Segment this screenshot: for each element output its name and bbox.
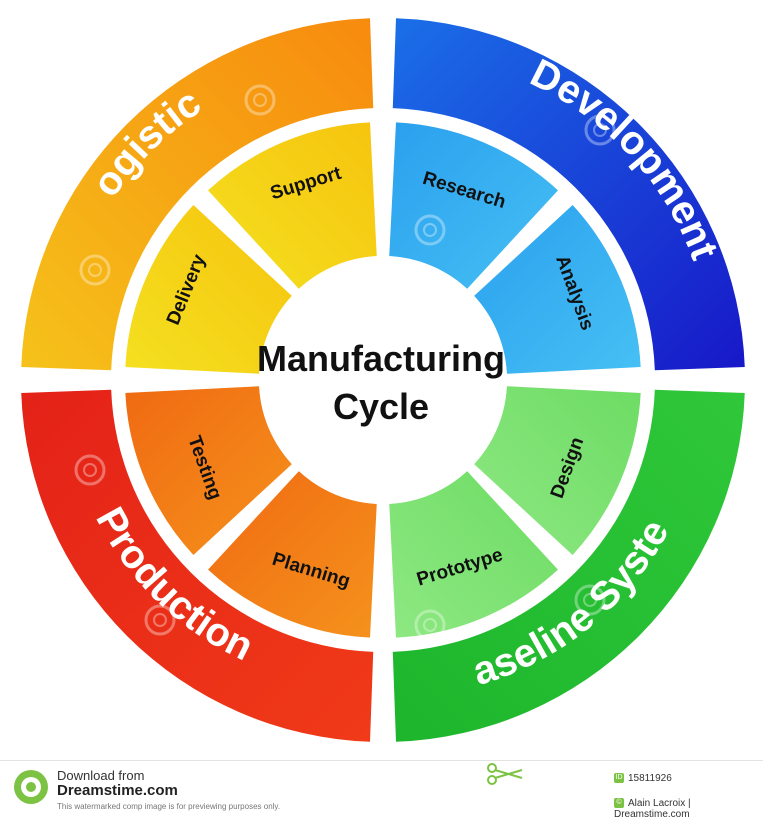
image-id-text: 15811926 [628, 773, 672, 784]
disclaimer-text: This watermarked comp image is for previ… [57, 802, 281, 811]
dreamstime-logo-icon [14, 770, 48, 804]
credit-row: ©Alain Lacroix | Dreamstime.com [614, 798, 763, 820]
inner-segment-development-1 [389, 122, 558, 289]
inner-segment-baseline-2 [389, 471, 558, 638]
author-badge-icon: © [614, 798, 624, 809]
inner-segment-production-1 [208, 471, 377, 638]
inner-segment-baseline-1 [474, 386, 641, 555]
watermark-icon [79, 254, 111, 286]
inner-segment-logistics-1 [125, 205, 292, 374]
outer-segment-baseline [392, 389, 745, 742]
manufacturing-cycle-diagram: LogisticsDevelopmentBaseline SystemProdu… [21, 18, 745, 742]
id-badge-icon: ID [614, 773, 624, 784]
center-title-line2: Cycle [332, 386, 430, 427]
inner-segment-logistics-2 [208, 122, 377, 289]
center-title-line1: Manufacturing [257, 338, 505, 379]
site-name-text[interactable]: Dreamstime.com [57, 782, 178, 799]
footer-bar: Download from Dreamstime.com This waterm… [0, 760, 763, 820]
watermark-icon [144, 604, 176, 636]
scissors-icon [487, 763, 523, 785]
watermark-icon [414, 609, 446, 641]
center-disc [259, 256, 507, 504]
image-id-row: ID 15811926 [614, 773, 672, 784]
watermark-icon [244, 84, 276, 116]
download-from-text: Download from [57, 768, 145, 783]
watermark-icon [404, 454, 436, 486]
inner-segment-production-2 [125, 386, 292, 555]
outer-segment-development [392, 18, 745, 371]
watermark-icon [584, 114, 616, 146]
outer-segment-logistics [21, 18, 374, 371]
cycle-wheel: LogisticsDevelopmentBaseline SystemProdu… [21, 18, 745, 742]
watermark-icon [414, 214, 446, 246]
watermark-icon [574, 584, 606, 616]
watermark-icon [74, 454, 106, 486]
inner-segment-development-2 [474, 205, 641, 374]
outer-segment-production [21, 389, 374, 742]
credit-text: Alain Lacroix | Dreamstime.com [614, 798, 691, 820]
center-title: Manufacturing Cycle [231, 335, 531, 431]
